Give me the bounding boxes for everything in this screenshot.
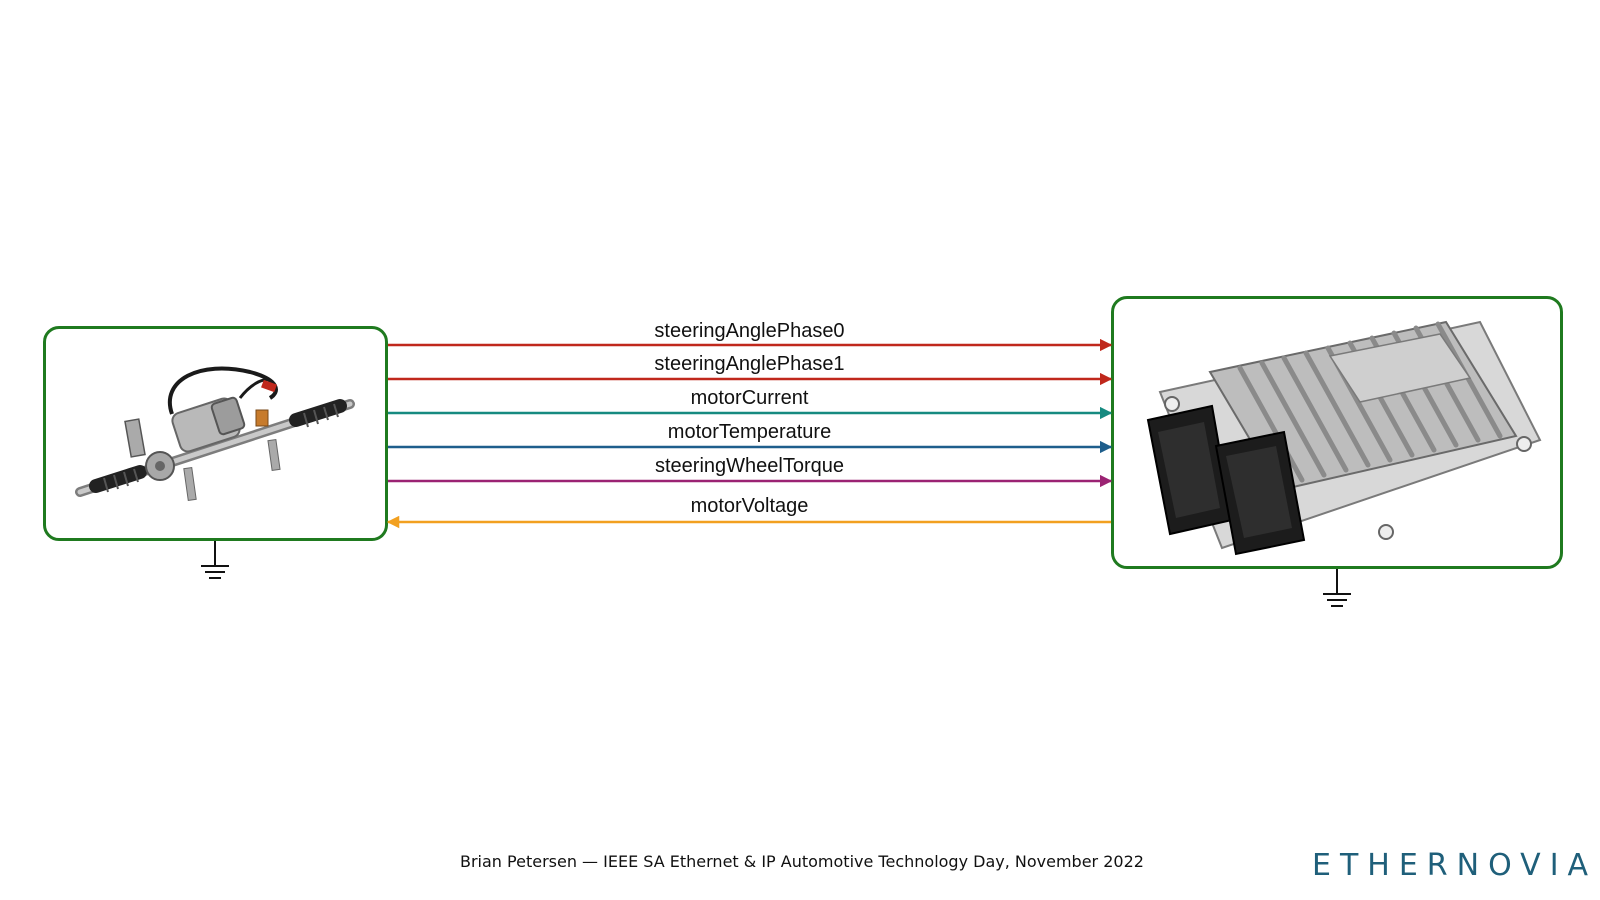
steering-rack-icon [75,366,355,501]
ground-icon-right [1323,569,1351,607]
signal-lines: steeringAnglePhase0 steeringAnglePhase1 mo… [386,320,1113,529]
signal-label-steeringAnglePhase1: steeringAnglePhase1 [654,353,844,375]
signal-label-motorVoltage: motorVoltage [691,495,809,517]
ecu-controller-icon [1146,320,1542,556]
signal-label-motorCurrent: motorCurrent [691,387,809,409]
ground-icon-left [201,541,229,579]
footer-credit: Brian Petersen — IEEE SA Ethernet & IP A… [460,852,1144,871]
signal-label-steeringWheelTorque: steeringWheelTorque [655,455,844,477]
signal-label-motorTemperature: motorTemperature [668,421,831,443]
signal-label-steeringAnglePhase0: steeringAnglePhase0 [654,320,844,342]
ethernovia-logo: ETHERNOVIA [1312,848,1598,883]
